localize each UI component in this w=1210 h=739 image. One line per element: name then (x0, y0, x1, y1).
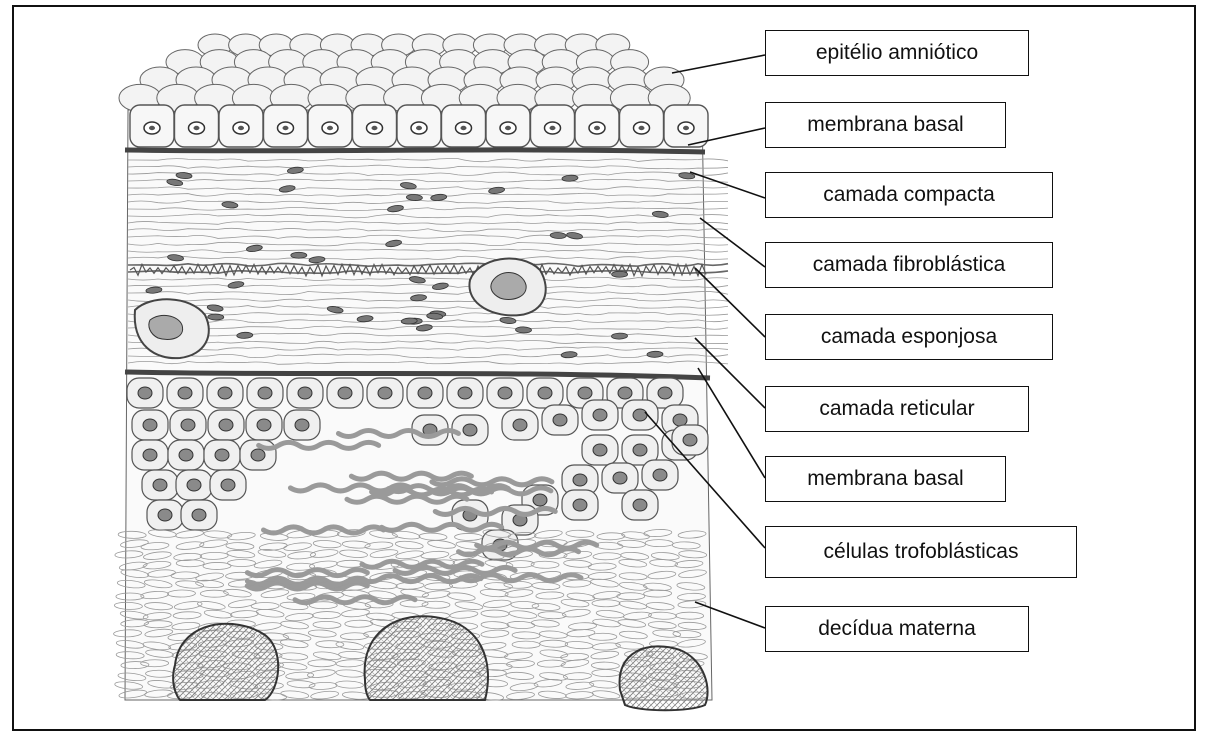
vessel-right (469, 259, 545, 316)
trophoblast-nucleus (418, 387, 432, 399)
nucleolus (327, 126, 333, 130)
trophoblast-nucleus (633, 444, 647, 456)
fibroblast-nucleus (612, 271, 628, 277)
fibroblast-nucleus (208, 314, 224, 320)
nucleolus (416, 126, 422, 130)
trophoblast-nucleus (298, 387, 312, 399)
epithelium-front-row (130, 105, 708, 147)
nucleolus (283, 126, 289, 130)
nucleolus (505, 126, 511, 130)
nucleolus (550, 126, 556, 130)
trophoblast-nucleus (143, 419, 157, 431)
trophoblast-nucleus (218, 387, 232, 399)
label-camada-reticular: camada reticular (765, 386, 1029, 432)
fibroblast-nucleus (291, 252, 307, 258)
trophoblast-nucleus (187, 479, 201, 491)
label-decidua-materna: decídua materna (765, 606, 1029, 652)
trophoblast-nucleus (533, 494, 547, 506)
fibroblast-nucleus (406, 194, 422, 201)
trophoblast-nucleus (633, 499, 647, 511)
label-celulas-trofoblasticas: células trofoblásticas (765, 526, 1077, 578)
fibroblast-nucleus (237, 332, 253, 339)
trophoblast-nucleus (593, 409, 607, 421)
nucleolus (461, 126, 467, 130)
trophoblast-nucleus (143, 449, 157, 461)
nucleolus (594, 126, 600, 130)
trophoblast-nucleus (573, 499, 587, 511)
trophoblast-nucleus (513, 419, 527, 431)
trophoblast-nucleus (633, 409, 647, 421)
trophoblast-nucleus (498, 387, 512, 399)
trophoblast-nucleus (178, 387, 192, 399)
trophoblast-nucleus (179, 449, 193, 461)
trophoblast-nucleus (378, 387, 392, 399)
trophoblast-nucleus (181, 419, 195, 431)
trophoblast-nucleus (192, 509, 206, 521)
trophoblast-nucleus (158, 509, 172, 521)
epithelium-back-rows (119, 34, 690, 112)
trophoblast-nucleus (295, 419, 309, 431)
trophoblast-nucleus (215, 449, 229, 461)
trophoblast-nucleus (553, 414, 567, 426)
trophoblast-nucleus (251, 449, 265, 461)
trophoblast-nucleus (138, 387, 152, 399)
label-membrana-basal-bottom: membrana basal (765, 456, 1006, 502)
nucleolus (149, 126, 155, 130)
trophoblast-nucleus (221, 479, 235, 491)
label-camada-compacta: camada compacta (765, 172, 1053, 218)
trophoblast-nucleus (593, 444, 607, 456)
trophoblast-nucleus (338, 387, 352, 399)
nucleolus (372, 126, 378, 130)
nucleolus (238, 126, 244, 130)
trophoblast-nucleus (683, 434, 697, 446)
trophoblast-nucleus (219, 419, 233, 431)
trophoblast-nucleus (573, 474, 587, 486)
label-camada-esponjosa: camada esponjosa (765, 314, 1053, 360)
fibroblast-nucleus (611, 333, 627, 340)
basal-membrane-top-band (125, 150, 705, 152)
trophoblast-nucleus (618, 387, 632, 399)
trophoblast-nucleus (153, 479, 167, 491)
trophoblast-nucleus (578, 387, 592, 399)
trophoblast-nucleus (458, 387, 472, 399)
trophoblast-nucleus (258, 387, 272, 399)
trophoblast-nucleus (463, 424, 477, 436)
trophoblast-nucleus (257, 419, 271, 431)
fibroblast-nucleus (401, 318, 417, 325)
trophoblast-nucleus (673, 414, 687, 426)
trophoblast-nucleus (613, 472, 627, 484)
label-camada-fibroblastica: camada fibroblástica (765, 242, 1053, 288)
nucleolus (683, 126, 689, 130)
nucleolus (639, 126, 645, 130)
label-membrana-basal-top: membrana basal (765, 102, 1006, 148)
trophoblast-nucleus (538, 387, 552, 399)
trophoblast-nucleus (658, 387, 672, 399)
nucleolus (194, 126, 200, 130)
label-epitelio-amniotico: epitélio amniótico (765, 30, 1029, 76)
fibroblast-nucleus (550, 232, 566, 239)
fibroblast-nucleus (647, 351, 663, 358)
trophoblast-nucleus (653, 469, 667, 481)
fibroblast-nucleus (561, 351, 577, 358)
fibroblast-nucleus (515, 327, 531, 334)
